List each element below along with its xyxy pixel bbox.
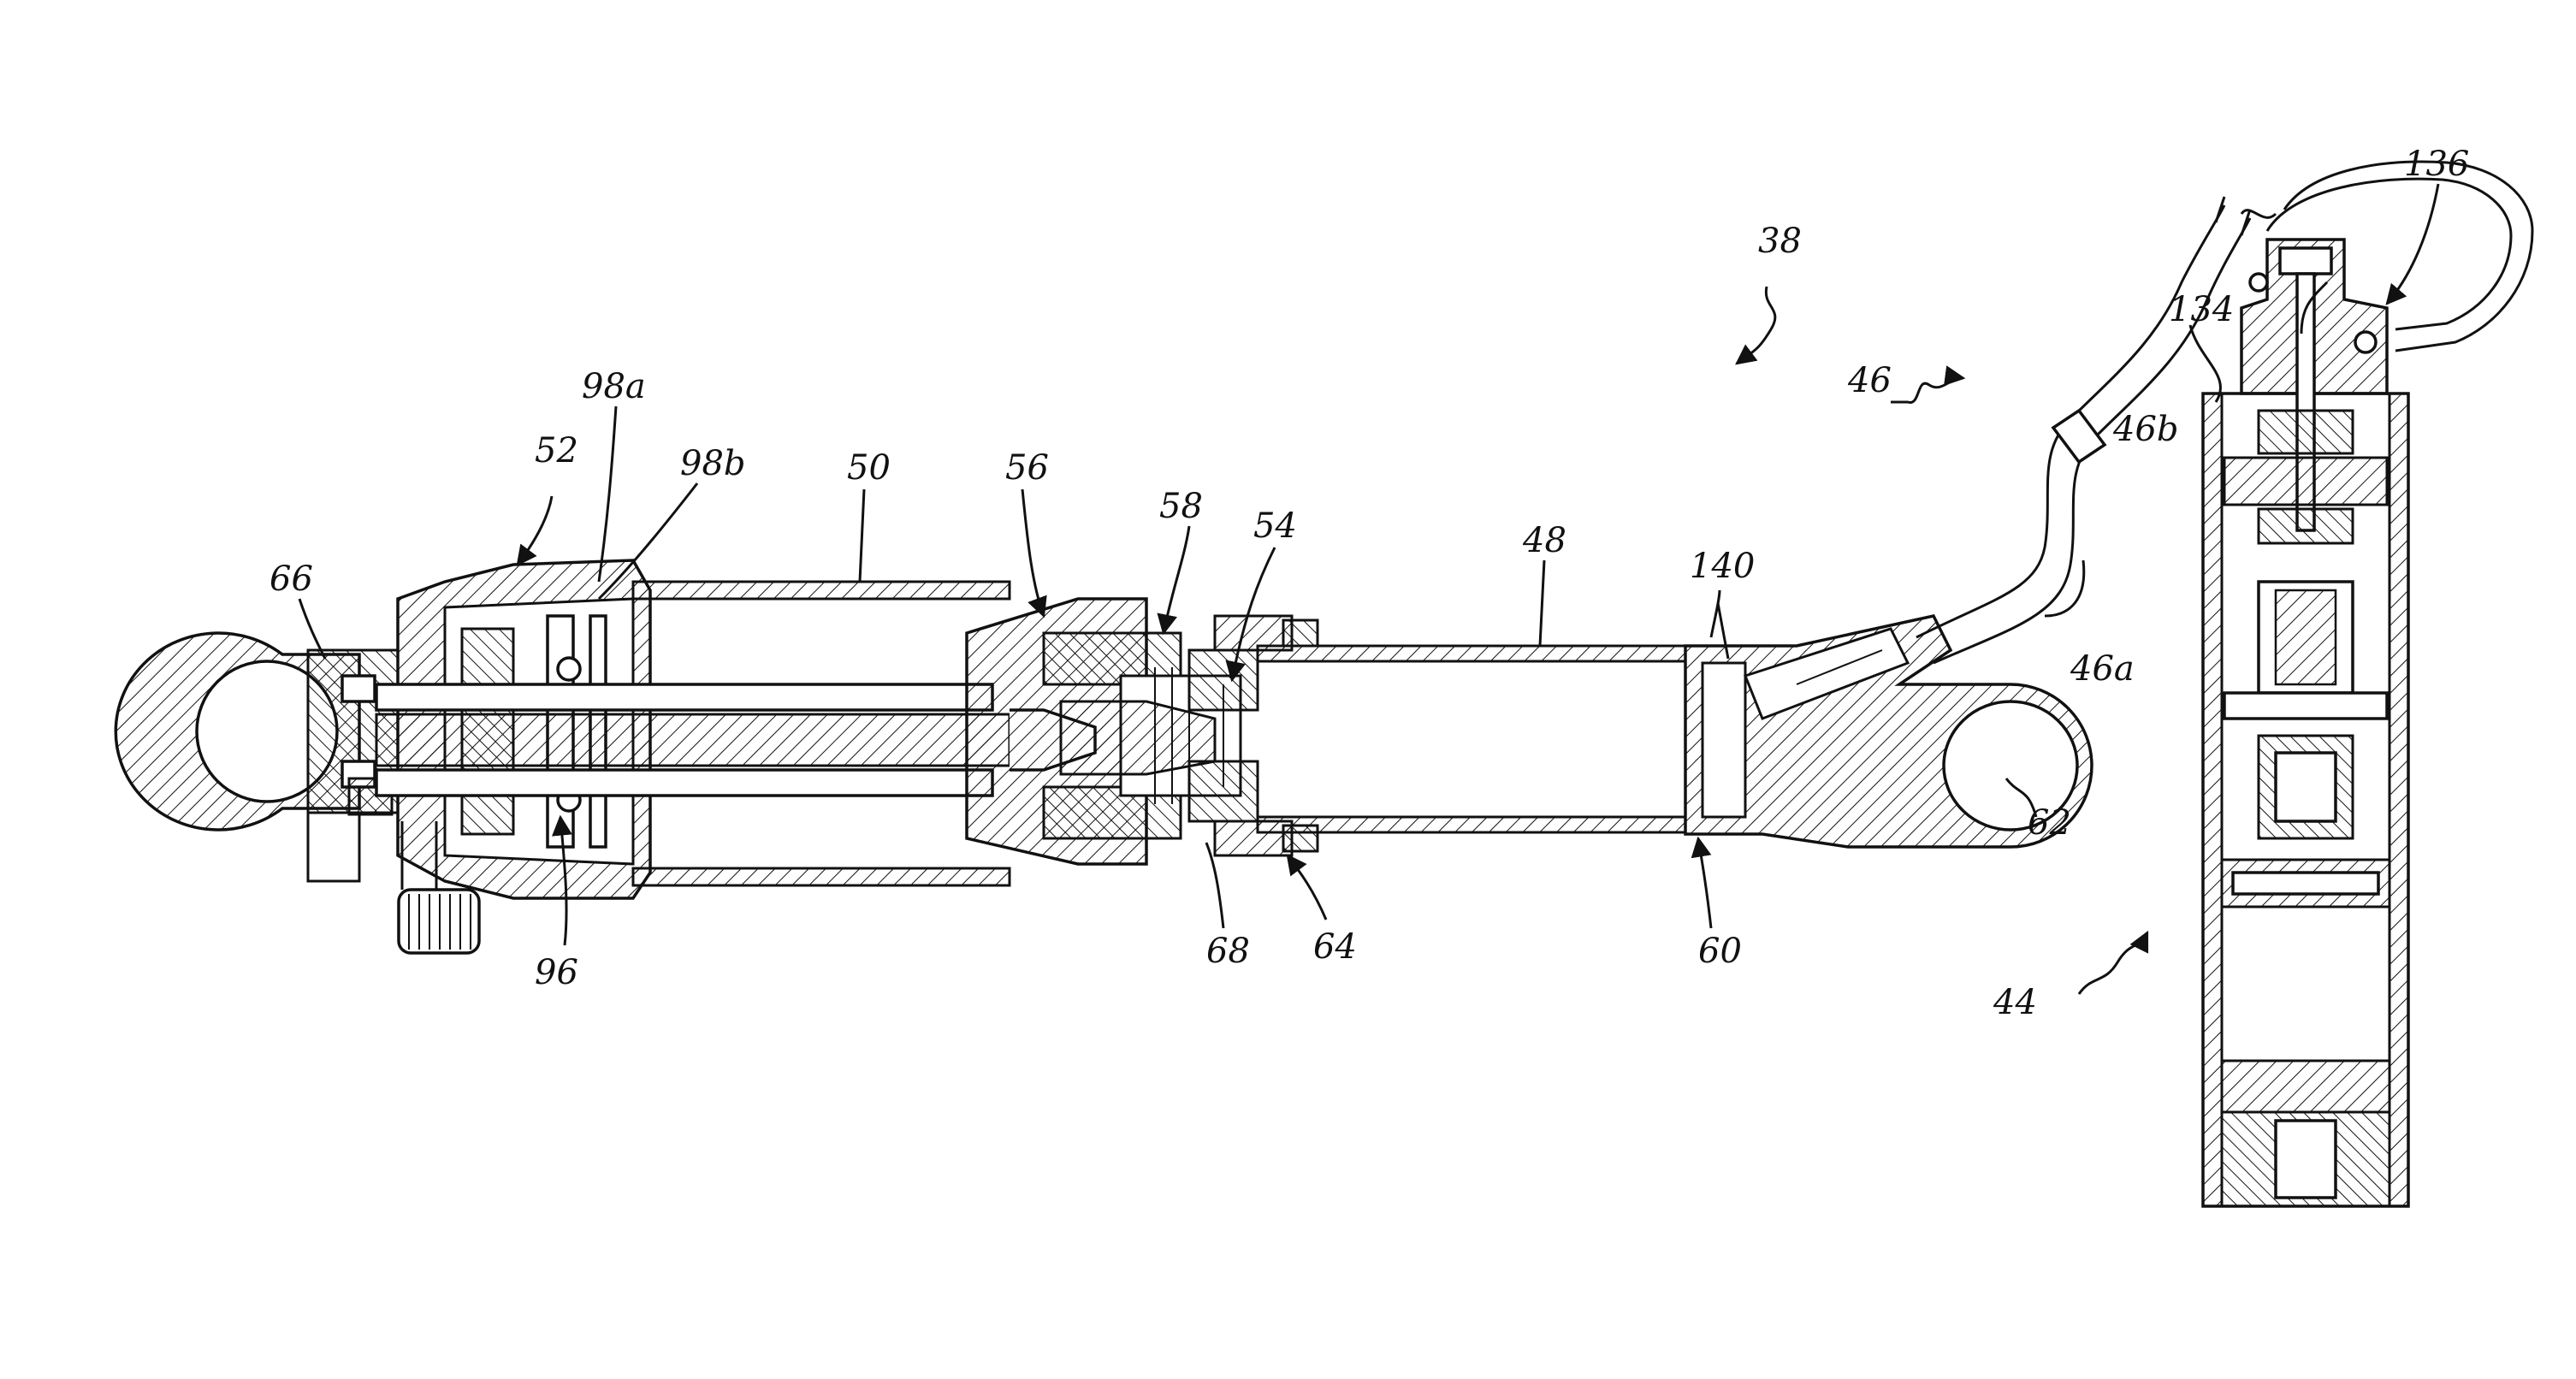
label-46: 46	[1847, 361, 1892, 400]
label-38: 38	[1758, 222, 1802, 261]
label-98b: 98b	[680, 444, 746, 483]
label-46b: 46b	[2112, 410, 2179, 449]
label-68: 68	[1206, 932, 1250, 971]
label-98a: 98a	[582, 367, 646, 406]
label-140: 140	[1690, 547, 1755, 586]
label-54: 54	[1253, 506, 1297, 546]
label-60: 60	[1698, 932, 1742, 971]
main-shock-assembly	[115, 560, 2092, 953]
label-46a: 46a	[2070, 649, 2135, 689]
label-62: 62	[2028, 803, 2071, 843]
remote-reservoir	[2203, 240, 2408, 1206]
label-56: 56	[1005, 448, 1049, 488]
label-96: 96	[535, 953, 578, 992]
label-44: 44	[1993, 983, 2037, 1022]
label-48: 48	[1522, 521, 1566, 560]
label-58: 58	[1159, 487, 1203, 526]
left-eyelet	[115, 633, 398, 881]
label-50: 50	[847, 448, 891, 488]
label-136: 136	[2404, 145, 2469, 184]
label-52: 52	[535, 431, 578, 471]
label-66: 66	[269, 559, 313, 599]
label-64: 64	[1313, 927, 1357, 967]
label-134: 134	[2169, 290, 2234, 329]
